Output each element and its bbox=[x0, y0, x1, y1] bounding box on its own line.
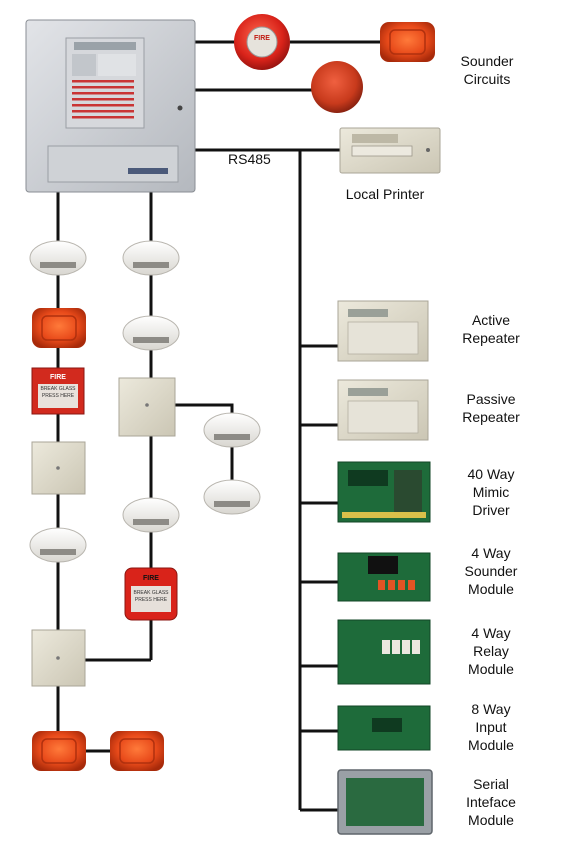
relay-module-label: 4 Way Relay Module bbox=[468, 625, 514, 677]
smoke-detector-left-2 bbox=[29, 527, 87, 563]
passive-repeater bbox=[337, 379, 429, 441]
mimic-driver-label: 40 Way Mimic Driver bbox=[467, 466, 515, 518]
wall-sounder-top bbox=[380, 22, 435, 62]
interface-module-mid bbox=[118, 377, 176, 437]
call-point-break-text: BREAK GLASS PRESS HERE bbox=[40, 386, 76, 399]
manual-call-point-mid: FIRE bbox=[124, 567, 178, 621]
interface-module-left-2 bbox=[31, 629, 86, 687]
passive-repeater-label: Passive Repeater bbox=[462, 391, 520, 425]
manual-call-point-left: FIRE bbox=[31, 367, 85, 415]
fire-bell: FIRE bbox=[234, 14, 290, 70]
interface-module-left-1 bbox=[31, 441, 86, 495]
input-module-label: 8 Way Input Module bbox=[468, 701, 514, 753]
call-point-fire-text: FIRE bbox=[50, 374, 66, 381]
smoke-detector-mid-3 bbox=[122, 497, 180, 533]
serial-interface-label: Serial Inteface Module bbox=[466, 776, 516, 828]
active-repeater-label: Active Repeater bbox=[462, 312, 520, 346]
sounder-module-label: 4 Way Sounder Module bbox=[464, 545, 518, 597]
smoke-detector-spur-1 bbox=[203, 412, 261, 448]
bell-sounder bbox=[311, 61, 363, 113]
local-printer bbox=[339, 127, 441, 174]
local-printer-label: Local Printer bbox=[345, 186, 425, 202]
smoke-detector-mid-2 bbox=[122, 315, 180, 351]
smoke-detector-spur-2 bbox=[203, 479, 261, 515]
serial-interface-module bbox=[337, 769, 433, 835]
wall-sounder-left-loop bbox=[32, 308, 86, 348]
smoke-detector-mid-1 bbox=[122, 240, 180, 276]
smoke-detector-left-1 bbox=[29, 240, 87, 276]
relay-module-board bbox=[337, 619, 431, 685]
mimic-driver-board bbox=[337, 461, 431, 523]
call-point-mid-break-text: BREAK GLASS PRESS HERE bbox=[133, 590, 169, 603]
fire-alarm-control-panel bbox=[25, 19, 196, 193]
active-repeater bbox=[337, 300, 429, 362]
input-module-board bbox=[337, 705, 431, 751]
wall-sounder-bottom-right bbox=[110, 731, 164, 771]
bell-fire-text: FIRE bbox=[254, 35, 270, 42]
rs485-label: RS485 bbox=[228, 151, 271, 167]
wall-sounder-bottom-left bbox=[32, 731, 86, 771]
sounder-module-board bbox=[337, 552, 431, 602]
call-point-mid-fire-text: FIRE bbox=[143, 575, 159, 582]
sounder-circuits-label: Sounder Circuits bbox=[460, 53, 514, 87]
